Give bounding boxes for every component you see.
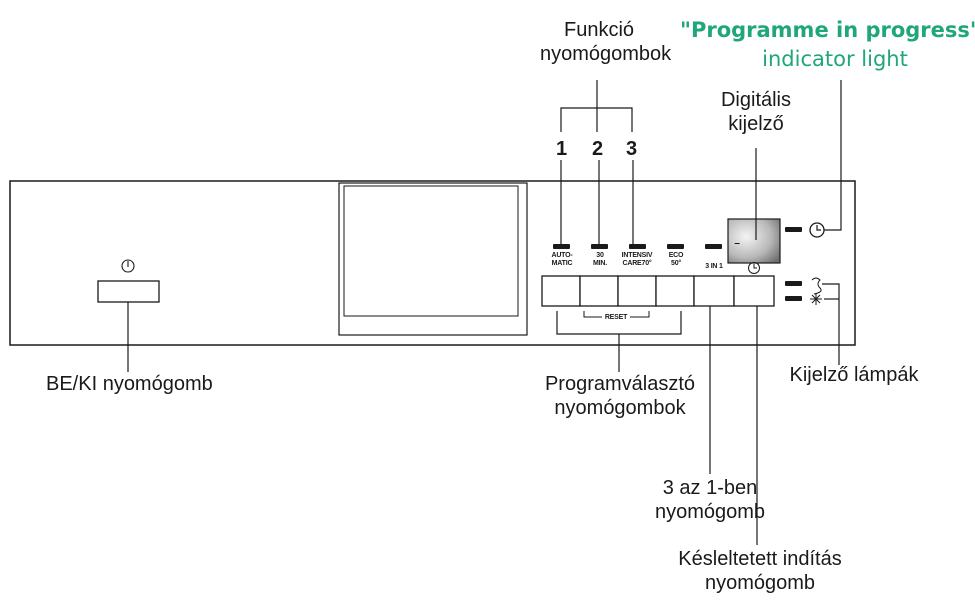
indicator-subtitle: indicator light bbox=[762, 47, 908, 71]
button-leds bbox=[553, 244, 722, 249]
rinse-aid-led bbox=[785, 281, 802, 286]
power-icon bbox=[121, 259, 135, 273]
led-min30 bbox=[591, 244, 608, 249]
digital-display bbox=[727, 218, 781, 264]
automatic-button[interactable] bbox=[541, 275, 581, 307]
intensiv-button[interactable] bbox=[617, 275, 657, 307]
number-2: 2 bbox=[592, 138, 604, 160]
panel-window bbox=[338, 182, 528, 336]
eco-button[interactable] bbox=[655, 275, 695, 307]
delay-icon bbox=[748, 262, 760, 274]
led-intensiv bbox=[629, 244, 646, 249]
power-button-label: BE/KI nyomógomb bbox=[46, 373, 213, 395]
indicator-title: "Programme in progress" bbox=[680, 18, 975, 42]
rinse-aid-icon bbox=[811, 277, 822, 295]
led-automatic bbox=[553, 244, 570, 249]
number-1: 1 bbox=[556, 138, 568, 160]
salt-led bbox=[785, 296, 802, 301]
number-3: 3 bbox=[626, 138, 638, 160]
control-panel bbox=[9, 180, 856, 346]
min30-button[interactable] bbox=[579, 275, 619, 307]
led-three-in-one bbox=[705, 244, 722, 249]
program-buttons bbox=[541, 275, 775, 307]
digital-display-label: Digitális kijelző bbox=[720, 89, 792, 135]
three-in-one-button-label: 3 az 1-ben nyomógomb bbox=[654, 477, 766, 523]
three-in-one-label: 3 IN 1 bbox=[705, 263, 723, 270]
program-select-label: Programválasztó nyomógombok bbox=[544, 373, 696, 419]
delay-start-button[interactable] bbox=[733, 275, 775, 307]
function-buttons-label: Funkció nyomógombok bbox=[540, 19, 672, 65]
automatic-label: AUTO-MATIC bbox=[551, 252, 573, 267]
led-eco bbox=[667, 244, 684, 249]
reset-label: RESET bbox=[604, 314, 628, 321]
display-lamps-label: Kijelző lámpák bbox=[789, 364, 919, 386]
salt-icon bbox=[810, 293, 822, 305]
display-digit: – bbox=[734, 238, 740, 249]
progress-indicator-led bbox=[785, 227, 802, 232]
delay-start-button-label: Késleltetett indítás nyomógomb bbox=[678, 548, 842, 594]
three-in-one-button[interactable] bbox=[693, 275, 735, 307]
power-button[interactable] bbox=[97, 280, 160, 303]
